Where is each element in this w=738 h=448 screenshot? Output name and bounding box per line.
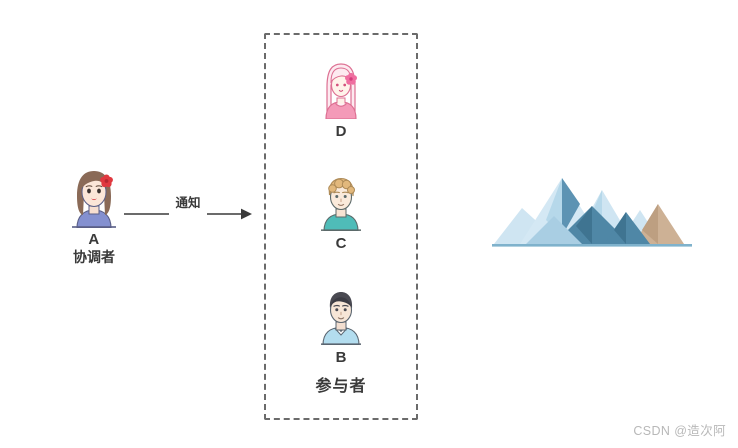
- csdn-watermark: CSDN @造次阿: [633, 424, 726, 438]
- female-avatar-brown-hair-red-flower-icon: [64, 166, 124, 229]
- mountain-range-illustration-icon: [492, 160, 692, 252]
- notify-arrow: 通知: [122, 196, 254, 232]
- participants-group: D: [264, 33, 418, 420]
- participant-id-label-c: C: [335, 235, 347, 252]
- female-avatar-pink-dress-flower-icon: [318, 61, 364, 120]
- right-arrow-icon: [124, 208, 252, 220]
- participant-node-b: B: [281, 289, 401, 367]
- coordinator-node: A 协调者: [49, 166, 139, 266]
- participant-node-c: C: [281, 175, 401, 253]
- participants-group-title: 参与者: [315, 378, 367, 395]
- coordinator-id-label: A: [88, 231, 100, 248]
- coordinator-role-label: 协调者: [73, 249, 115, 265]
- male-avatar-dark-hair-blue-shirt-icon: [315, 289, 367, 346]
- participant-id-label-b: B: [335, 349, 347, 366]
- male-avatar-blonde-curly-teal-shirt-icon: [315, 175, 367, 232]
- participant-node-d: D: [281, 61, 401, 141]
- participant-id-label-d: D: [335, 123, 347, 140]
